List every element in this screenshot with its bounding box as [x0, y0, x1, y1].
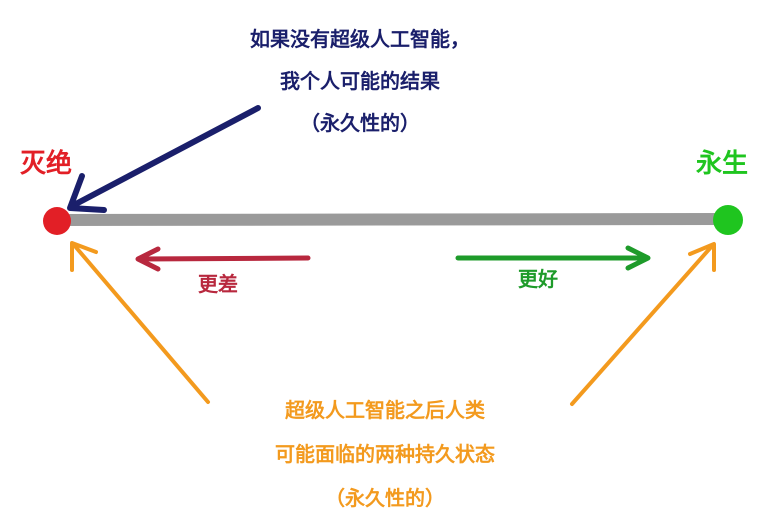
bottom-note-line-3: （永久性的）	[325, 486, 445, 510]
bottom-left-pointer-arrow	[70, 241, 210, 404]
bottom-note-line-1: 超级人工智能之后人类	[285, 398, 485, 422]
bottom-right-pointer-arrow	[570, 242, 716, 406]
worse-arrow	[135, 246, 311, 272]
top-pointer-arrow	[67, 105, 261, 213]
extinction-dot	[43, 207, 71, 235]
spectrum-bar	[52, 213, 734, 226]
top-note-line-2: 我个人可能的结果	[280, 69, 440, 93]
bottom-note-line-2: 可能面临的两种持久状态	[275, 442, 495, 466]
top-note-line-1: 如果没有超级人工智能，	[250, 27, 470, 51]
top-note-line-3: （永久性的）	[300, 111, 420, 135]
extinction-label: 灭绝	[20, 149, 73, 179]
worse-label: 更差	[198, 272, 238, 296]
bottom-note: 超级人工智能之后人类 可能面临的两种持久状态 （永久性的）	[220, 388, 550, 520]
better-label: 更好	[518, 267, 558, 291]
immortality-dot	[713, 205, 743, 235]
immortality-label: 永生	[696, 149, 749, 179]
top-note: 如果没有超级人工智能， 我个人可能的结果 （永久性的）	[200, 18, 520, 144]
better-arrow	[455, 245, 651, 271]
